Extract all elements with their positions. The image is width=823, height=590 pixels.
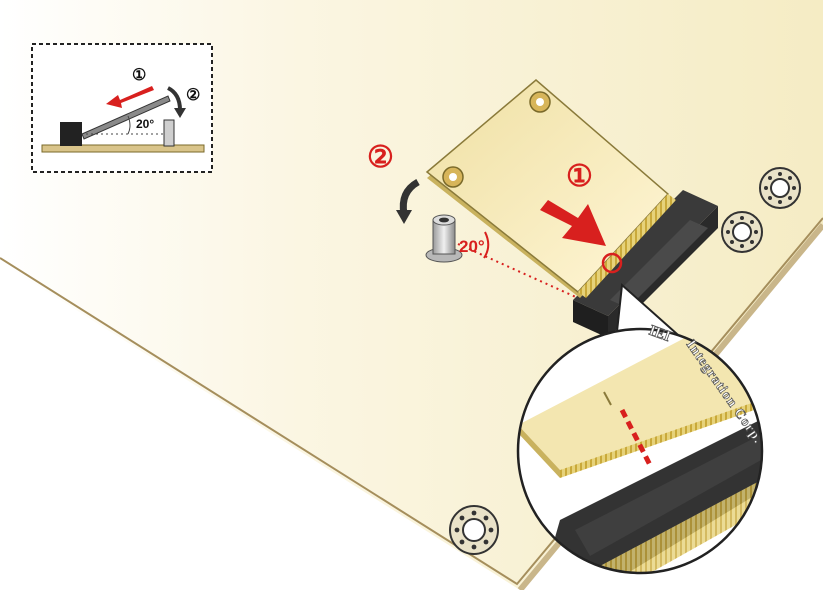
inset-step2-label: ② (186, 87, 200, 104)
board-mounting-hole (450, 506, 498, 554)
zoom-detail (518, 329, 780, 590)
main-step2-label: ② (367, 141, 394, 174)
board-mounting-hole (722, 212, 762, 252)
main-step1-label: ① (566, 160, 593, 193)
inset-step1-label: ① (132, 67, 146, 84)
board-mounting-hole (760, 168, 800, 208)
angle-label: 20° (459, 237, 485, 256)
inset-box (32, 44, 212, 172)
inset-angle-label: 20° (136, 117, 154, 131)
